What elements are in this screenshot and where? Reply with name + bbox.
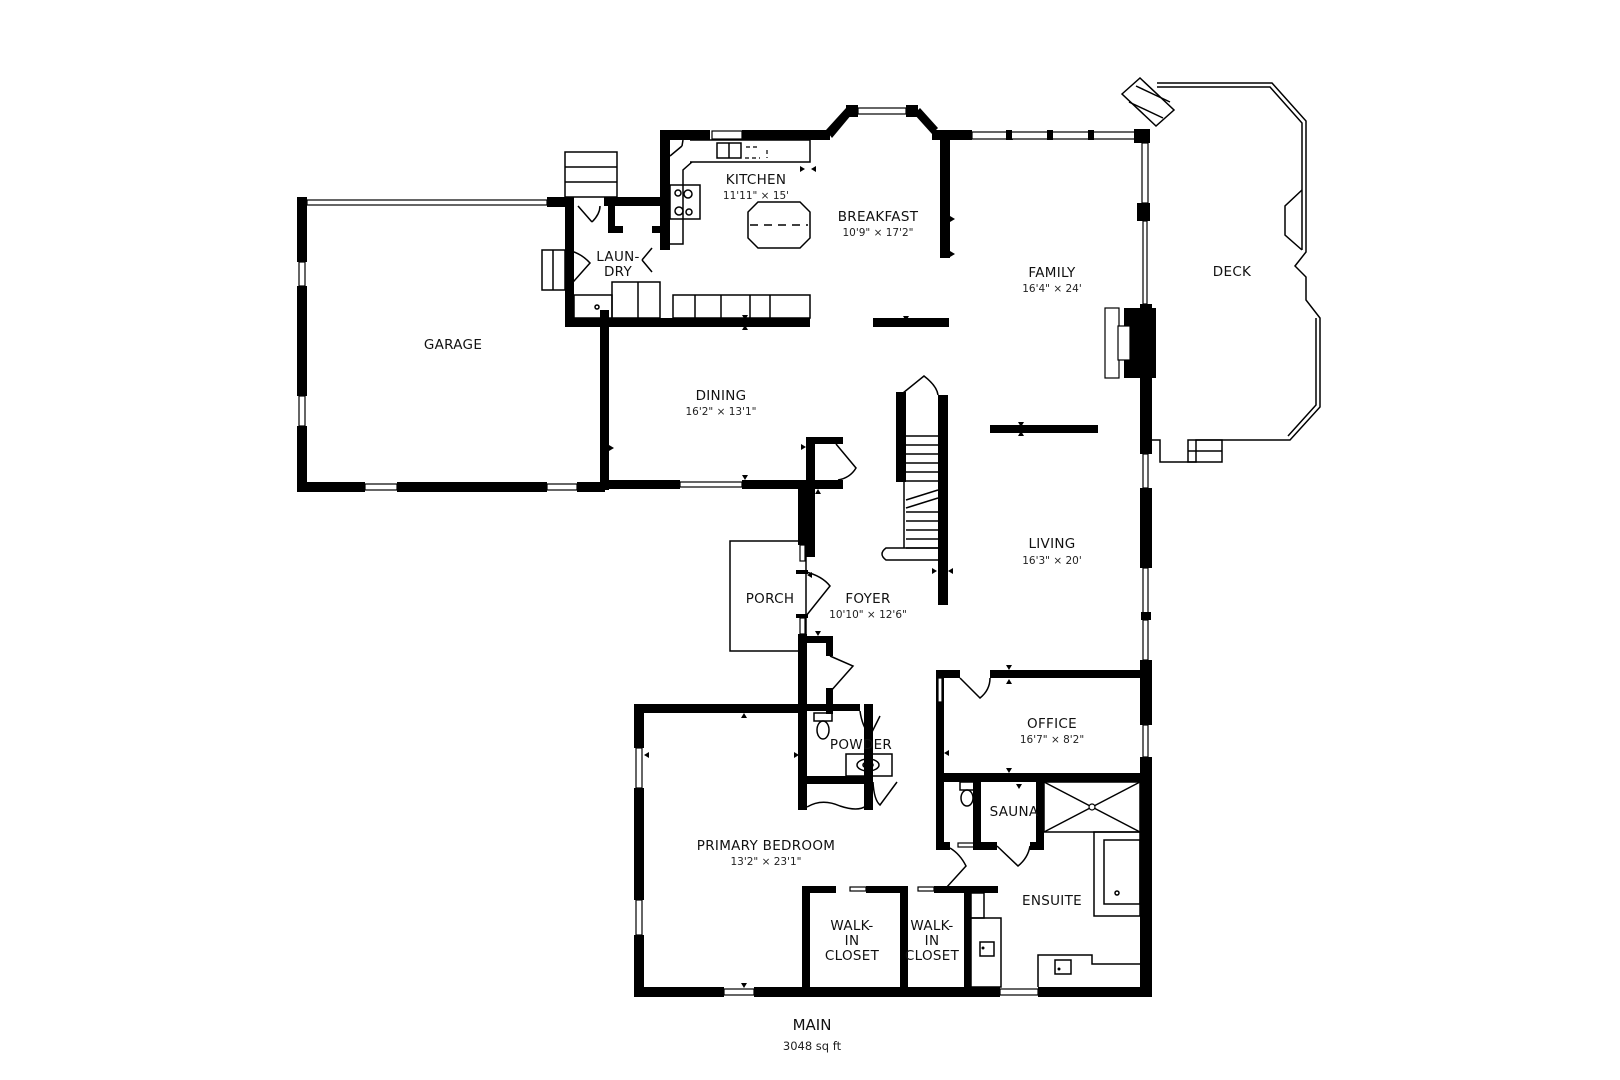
living-label: LIVING xyxy=(1028,536,1075,552)
living-walls xyxy=(1140,453,1152,994)
walk-in-closet-2-line2: IN xyxy=(925,933,940,949)
walk-in-closet-1-line3: CLOSET xyxy=(825,948,880,964)
garage-walls xyxy=(297,197,609,492)
ensuite-walls xyxy=(936,778,1152,997)
primary-bedroom-walls xyxy=(634,704,1000,997)
porch-label: PORCH xyxy=(746,591,795,607)
floor-area: 3048 sq ft xyxy=(783,1039,842,1053)
laundry-label-line1: LAUN- xyxy=(596,249,639,265)
family-label: FAMILY xyxy=(1028,265,1076,281)
dining-dims: 16'2" × 13'1" xyxy=(686,406,757,418)
family-walls xyxy=(971,76,1321,463)
foyer-walls xyxy=(729,489,855,714)
sauna-label: SAUNA xyxy=(990,804,1039,820)
primary-bedroom-dims: 13'2" × 23'1" xyxy=(731,856,802,868)
primary-bedroom-label: PRIMARY BEDROOM xyxy=(697,838,835,854)
laundry-label-line2: DRY xyxy=(604,264,633,280)
kitchen-label: KITCHEN xyxy=(726,172,787,188)
breakfast-dims: 10'9" × 17'2" xyxy=(843,227,914,239)
ensuite-label: ENSUITE xyxy=(1022,893,1082,909)
laundry-walls xyxy=(541,151,675,327)
garage-label: GARAGE xyxy=(424,337,482,353)
living-dims: 16'3" × 20' xyxy=(1022,555,1081,567)
walk-in-closet-1-line1: WALK- xyxy=(830,918,873,934)
kitchen-walls xyxy=(660,105,972,327)
powder-label: POWDER xyxy=(830,737,892,753)
foyer-label: FOYER xyxy=(845,591,890,607)
stairs xyxy=(881,435,939,561)
walk-in-closet-2-line1: WALK- xyxy=(910,918,953,934)
kitchen-dims: 11'11" × 15' xyxy=(723,190,789,202)
deck-label: DECK xyxy=(1213,264,1252,280)
walk-in-closet-2-line3: CLOSET xyxy=(905,948,960,964)
room-labels: KITCHEN 11'11" × 15' BREAKFAST 10'9" × 1… xyxy=(424,172,1252,1053)
dining-label: DINING xyxy=(696,388,747,404)
office-label: OFFICE xyxy=(1027,716,1077,732)
foyer-dims: 10'10" × 12'6" xyxy=(829,609,907,621)
office-walls xyxy=(936,670,1142,782)
walk-in-closet-1-line2: IN xyxy=(845,933,860,949)
dining-walls xyxy=(600,375,948,605)
family-dims: 16'4" × 24' xyxy=(1022,283,1081,295)
breakfast-label: BREAKFAST xyxy=(838,209,919,225)
floor-name: MAIN xyxy=(793,1016,832,1034)
dimension-markers xyxy=(609,135,1024,988)
powder-walls xyxy=(634,704,898,810)
office-dims: 16'7" × 8'2" xyxy=(1020,734,1084,746)
